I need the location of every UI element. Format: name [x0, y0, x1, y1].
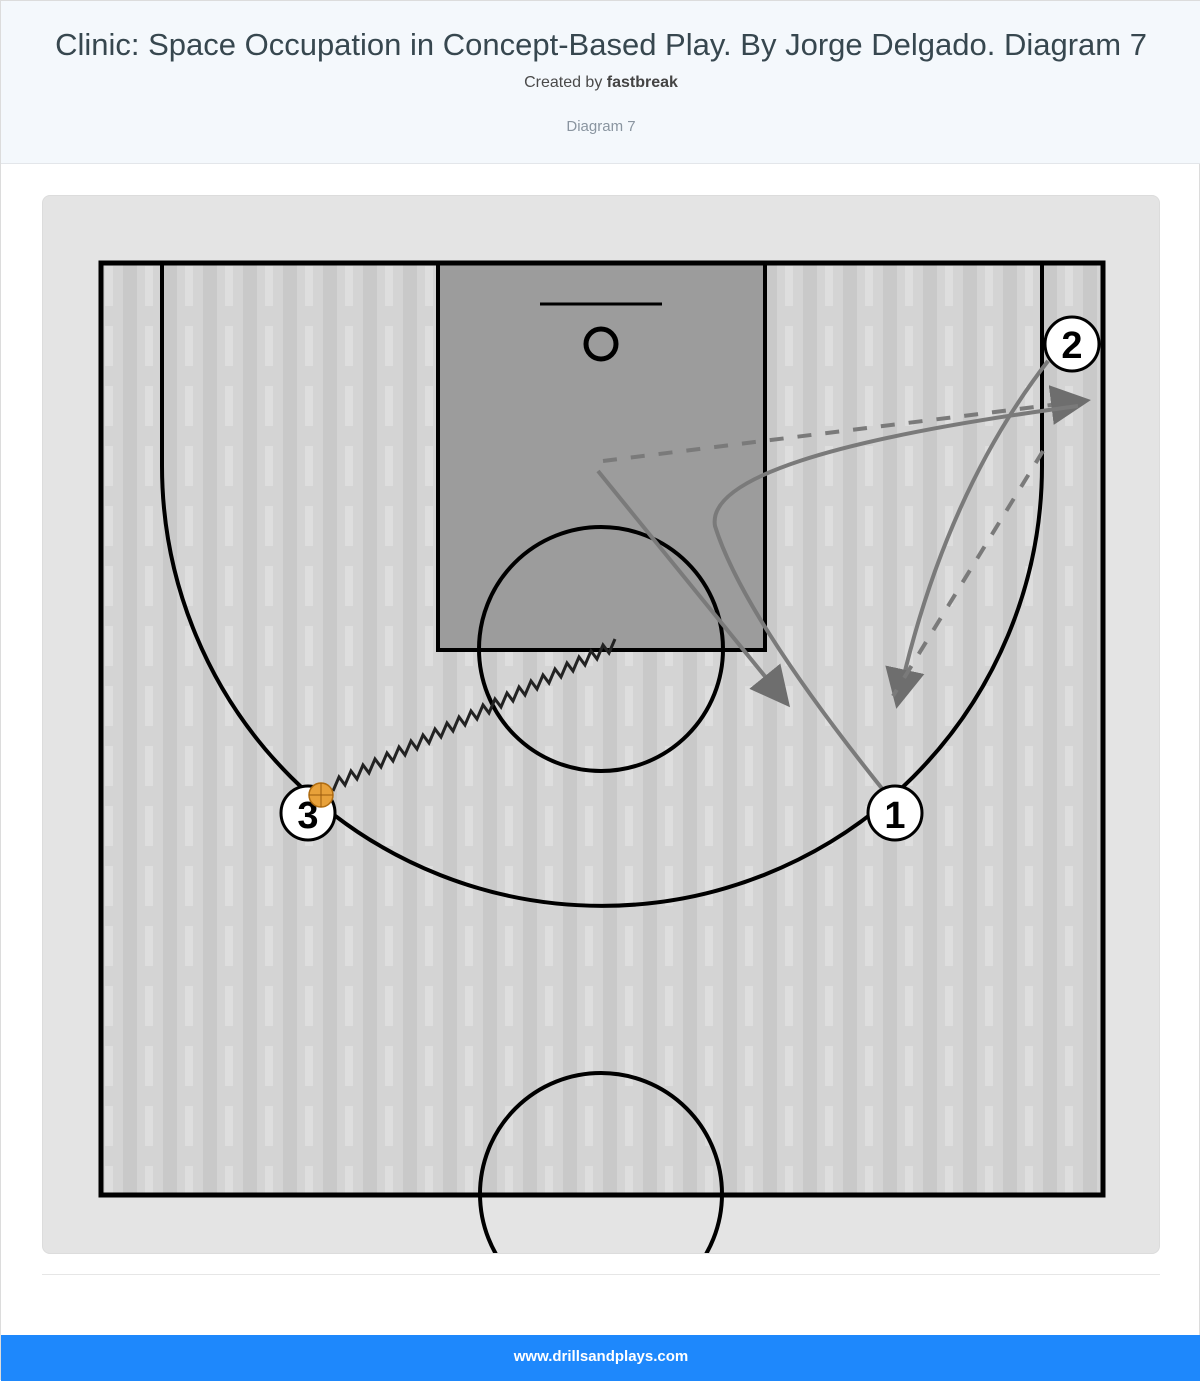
player-1-label: 1: [884, 795, 905, 837]
page-title: Clinic: Space Occupation in Concept-Base…: [55, 27, 1147, 62]
court-svg: 1 2 3: [43, 196, 1159, 1253]
dribble-path: [331, 638, 617, 792]
site-footer: www.drillsandplays.com: [1, 1335, 1200, 1381]
free-throw-circle: [477, 525, 725, 773]
center-circle: [478, 1071, 724, 1253]
player-1-marker: 1: [866, 784, 924, 842]
cut-path-1: [712, 404, 1079, 798]
footer-site-link[interactable]: www.drillsandplays.com: [513, 1348, 689, 1365]
pass-line: [602, 385, 1091, 463]
cut-path-2: [885, 359, 1050, 709]
player-3-label: 3: [297, 795, 318, 837]
author-link[interactable]: fastbreak: [606, 74, 678, 91]
created-by-prefix: Created by: [524, 74, 603, 91]
player-2-label: 2: [1061, 325, 1082, 367]
created-by-line: Created by fastbreak: [1, 74, 1200, 92]
cut-path-basket: [596, 469, 791, 708]
rim: [583, 326, 619, 362]
play-diagram: 1 2 3: [42, 195, 1160, 1254]
page-header: Clinic: Space Occupation in Concept-Base…: [1, 1, 1200, 164]
content-divider: [42, 1274, 1160, 1275]
court-boundary: [98, 260, 1106, 1198]
pass-path-2: [891, 449, 1045, 698]
diagram-subtitle: Diagram 7: [566, 118, 636, 135]
paint-area: [436, 261, 767, 652]
player-2-marker: 2: [1043, 315, 1101, 373]
three-point-line: [160, 263, 1044, 908]
ball-icon: [308, 782, 334, 808]
